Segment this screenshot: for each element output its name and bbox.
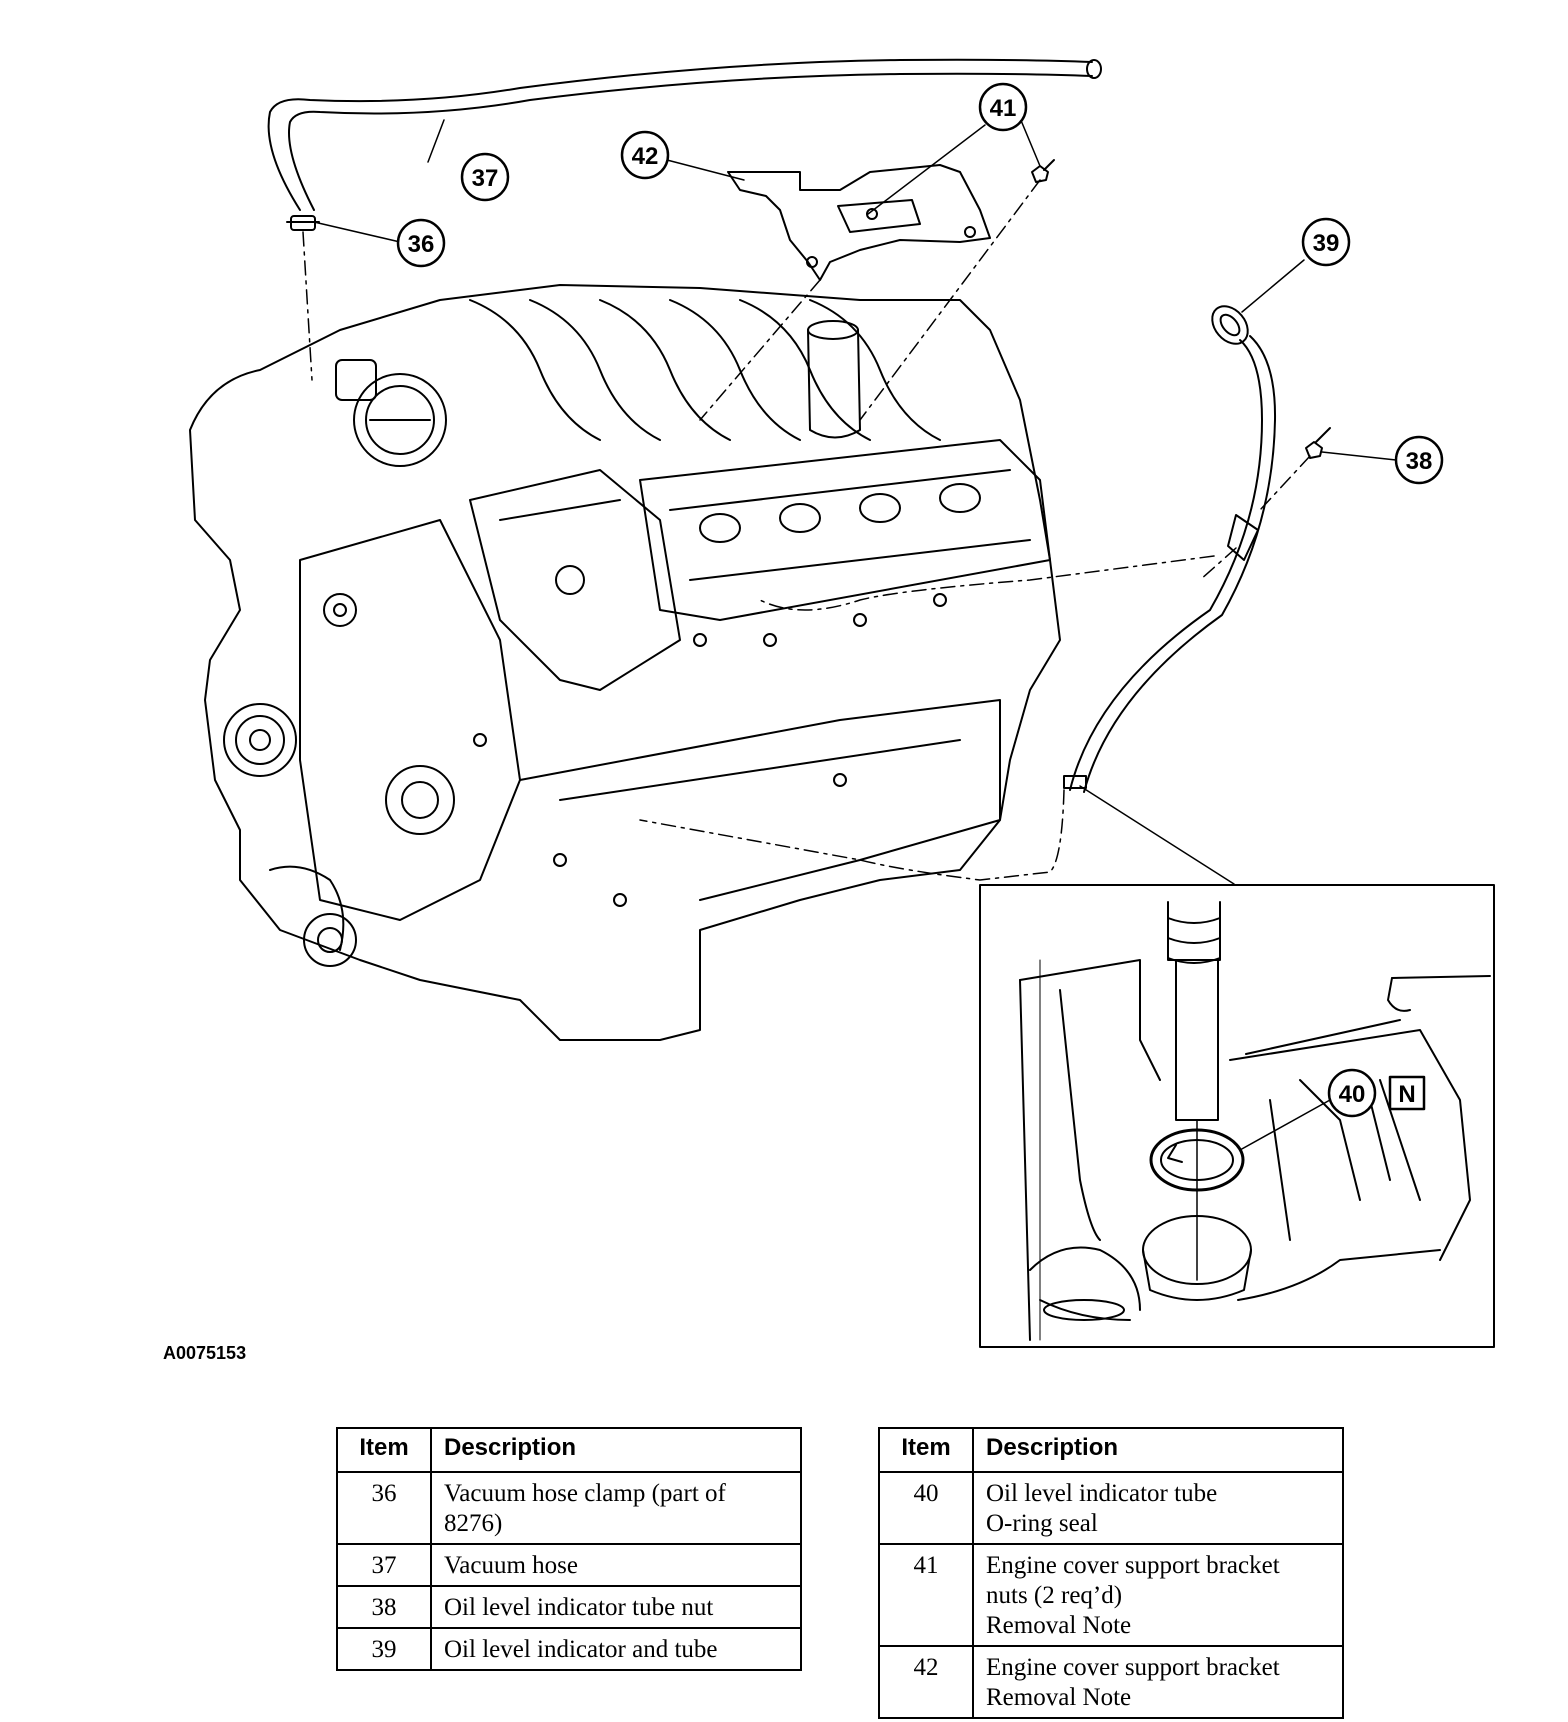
item-number: 38: [336, 1585, 432, 1629]
item-number: 37: [336, 1543, 432, 1587]
table-header-row: Item Description: [878, 1427, 1344, 1473]
table-row: 42 Engine cover support bracket Removal …: [878, 1645, 1344, 1719]
leader-lines: [313, 117, 1397, 1151]
description-line: Vacuum hose clamp (part of: [444, 1480, 726, 1507]
table-row: 38 Oil level indicator tube nut: [336, 1585, 802, 1629]
engine-cover-support-bracket: [727, 164, 991, 281]
item-description: Oil level indicator and tube: [430, 1627, 802, 1671]
item-description: Vacuum hose: [430, 1543, 802, 1587]
item-description: Oil level indicator tube nut: [430, 1585, 802, 1629]
figure-id: A0075153: [163, 1343, 247, 1363]
callout-41-label: 41: [990, 95, 1017, 122]
description-line: nuts (2 req’d): [986, 1582, 1123, 1609]
vacuum-hose: [267, 58, 1102, 211]
callout-37-label: 37: [472, 165, 499, 192]
callout-40-label: 40: [1339, 1081, 1366, 1108]
item-number: 36: [336, 1471, 432, 1545]
description-line: O-ring seal: [986, 1510, 1098, 1537]
description-line: Engine cover support bracket: [986, 1552, 1280, 1579]
callout-37: 37: [460, 152, 510, 202]
description-line: Engine cover support bracket: [986, 1654, 1280, 1681]
description-line: Vacuum hose: [444, 1552, 578, 1579]
item-description: Vacuum hose clamp (part of 8276): [430, 1471, 802, 1545]
table-row: 36 Vacuum hose clamp (part of 8276): [336, 1471, 802, 1545]
item-number: 42: [878, 1645, 974, 1719]
detail-inset: [979, 884, 1495, 1348]
oil-level-indicator-tube: [639, 305, 1277, 881]
callout-40: 40: [1327, 1068, 1377, 1118]
callout-39-label: 39: [1313, 230, 1340, 257]
callout-36-label: 36: [408, 231, 435, 258]
parts-table-left: Item Description 36 Vacuum hose clamp (p…: [336, 1427, 802, 1671]
item-number: 39: [336, 1627, 432, 1671]
new-part-symbol-label: N: [1398, 1081, 1415, 1108]
header-item: Item: [336, 1427, 432, 1473]
description-line: Removal Note: [986, 1612, 1132, 1639]
item-number: 40: [878, 1471, 974, 1545]
item-description: Oil level indicator tube O-ring seal: [972, 1471, 1344, 1545]
engine-block: [189, 284, 1061, 1041]
header-description: Description: [972, 1427, 1344, 1473]
callout-36: 36: [396, 218, 446, 268]
table-header-row: Item Description: [336, 1427, 802, 1473]
callout-42: 42: [620, 130, 670, 180]
table-row: 41 Engine cover support bracket nuts (2 …: [878, 1543, 1344, 1647]
description-line: Oil level indicator and tube: [444, 1636, 718, 1663]
table-row: 37 Vacuum hose: [336, 1543, 802, 1587]
description-line: Oil level indicator tube: [986, 1480, 1218, 1507]
item-description: Engine cover support bracket nuts (2 req…: [972, 1543, 1344, 1647]
header-item: Item: [878, 1427, 974, 1473]
parts-table-right: Item Description 40 Oil level indicator …: [878, 1427, 1344, 1719]
description-line: 8276): [444, 1510, 503, 1537]
oil-level-indicator-tube-nut: [1259, 427, 1331, 511]
description-line: Removal Note: [986, 1684, 1132, 1711]
new-part-symbol: N: [1388, 1075, 1426, 1111]
callout-39: 39: [1301, 217, 1351, 267]
item-description: Engine cover support bracket Removal Not…: [972, 1645, 1344, 1719]
callout-42-label: 42: [632, 143, 659, 170]
item-number: 41: [878, 1543, 974, 1647]
header-description: Description: [430, 1427, 802, 1473]
table-row: 39 Oil level indicator and tube: [336, 1627, 802, 1671]
callout-38-label: 38: [1406, 448, 1433, 475]
callout-41: 41: [978, 82, 1028, 132]
vacuum-hose-clamp: [286, 215, 320, 381]
description-line: Oil level indicator tube nut: [444, 1594, 714, 1621]
table-row: 40 Oil level indicator tube O-ring seal: [878, 1471, 1344, 1545]
callout-38: 38: [1394, 435, 1444, 485]
engine-cover-bracket-nuts: [699, 159, 1055, 421]
